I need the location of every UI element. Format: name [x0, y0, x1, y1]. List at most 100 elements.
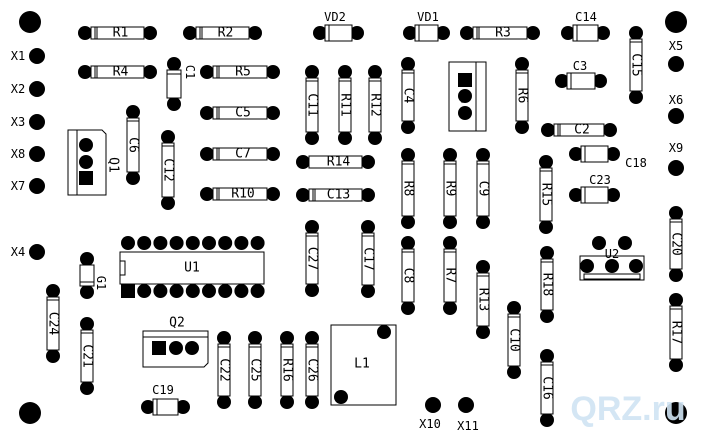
- part-r16: R16: [280, 331, 295, 409]
- solder-pad: [19, 11, 41, 33]
- solder-pad: [350, 26, 364, 40]
- solder-pad: [476, 215, 490, 229]
- solder-pad: [185, 284, 200, 298]
- part-r1: R1: [78, 26, 157, 41]
- part-c2: C2: [541, 123, 617, 138]
- part-c15: C15: [629, 26, 644, 104]
- part-r18: R18: [540, 246, 555, 323]
- solder-pad: [540, 413, 554, 427]
- solder-pad: [603, 123, 617, 137]
- part-c5: C5: [200, 106, 280, 121]
- part-r7: R7: [443, 236, 458, 315]
- component-body: [476, 272, 490, 327]
- solder-pad: [313, 26, 327, 40]
- terminal-x6: X6: [668, 93, 684, 124]
- part-c10: C10: [507, 301, 522, 379]
- terminal-x10: X10: [419, 397, 441, 431]
- part-c19: C19: [141, 383, 190, 416]
- component-body: [540, 258, 554, 311]
- solder-pad: [78, 65, 92, 79]
- mounting-hole: [665, 11, 687, 33]
- part-c8: C8: [401, 236, 416, 315]
- solder-pad: [250, 236, 265, 250]
- component-body: [305, 77, 319, 133]
- solder-pad: [476, 325, 490, 339]
- transistor-q2: Q2: [142, 316, 209, 368]
- component-body: [212, 106, 268, 120]
- solder-pad: [629, 259, 643, 273]
- solder-pad: [185, 341, 199, 355]
- part-r11: R11: [338, 65, 353, 145]
- part-vd2: VD2: [313, 10, 364, 42]
- solder-pad: [305, 283, 319, 297]
- solder-pad: [137, 236, 152, 250]
- part-c12: C12: [161, 130, 176, 210]
- part-label: C20: [669, 232, 684, 255]
- solder-pad: [29, 81, 45, 97]
- solder-pad: [266, 106, 280, 120]
- solder-pad: [540, 309, 554, 323]
- part-label: C4: [401, 88, 416, 104]
- solder-pad: [668, 108, 684, 124]
- solder-pad: [169, 341, 183, 355]
- part-label: R3: [495, 26, 511, 41]
- solder-pad: [248, 395, 262, 409]
- solder-pad: [202, 284, 216, 298]
- part-c14: C14: [561, 10, 610, 42]
- part-c21: C21: [80, 317, 95, 395]
- solder-pad: [185, 236, 200, 250]
- ic-body: [119, 251, 265, 285]
- solder-pad: [161, 196, 175, 210]
- solder-pad: [605, 259, 619, 273]
- solder-pad: [361, 220, 375, 234]
- component-body: [361, 232, 375, 286]
- part-r9: R9: [443, 148, 458, 229]
- part-c24: C24: [46, 284, 61, 363]
- component-body: [368, 77, 382, 133]
- part-r13: R13: [476, 260, 491, 339]
- transistor-q1: Q1: [67, 129, 121, 196]
- part-label: U2: [605, 247, 619, 261]
- part-c23: C23: [569, 173, 620, 204]
- part-label: VD2: [324, 10, 346, 24]
- solder-pad: [377, 325, 391, 339]
- inductor-l1: L1: [330, 324, 397, 406]
- part-c17: C17: [361, 220, 376, 298]
- part-label: R2: [218, 26, 234, 41]
- solder-pad: [183, 26, 197, 40]
- part-label: Q1: [459, 90, 472, 103]
- solder-pad: [629, 90, 643, 104]
- solder-pad: [80, 285, 94, 299]
- component-body: [195, 26, 250, 40]
- part-r17: R17: [669, 293, 684, 372]
- terminal-x8: X8: [11, 146, 45, 162]
- part-label: R9: [443, 181, 458, 197]
- solder-pad: [153, 284, 168, 298]
- component-body: [217, 343, 231, 397]
- solder-pad: [338, 65, 352, 79]
- component-body: [212, 65, 268, 79]
- solder-pad: [234, 236, 249, 250]
- part-label: C10: [507, 328, 522, 351]
- component-body: [152, 398, 179, 416]
- solder-pad: [401, 148, 415, 162]
- part-r10: R10: [200, 187, 280, 202]
- ic-u1: U1: [119, 236, 265, 298]
- solder-pad: [296, 188, 310, 202]
- solder-pad: [218, 236, 233, 250]
- solder-pad: [403, 26, 417, 40]
- component-body: [472, 26, 528, 40]
- solder-pad: [401, 57, 415, 71]
- solder-pad: [280, 395, 294, 409]
- solder-pad: [234, 284, 249, 298]
- solder-pad: [29, 48, 45, 64]
- solder-pad: [266, 65, 280, 79]
- solder-pad: [169, 236, 184, 250]
- solder-pad: [569, 147, 583, 161]
- component-body: [90, 65, 145, 79]
- solder-pad: [305, 395, 319, 409]
- part-label: R8: [401, 181, 416, 197]
- part-label: C6: [126, 137, 141, 153]
- solder-pad: [80, 317, 94, 331]
